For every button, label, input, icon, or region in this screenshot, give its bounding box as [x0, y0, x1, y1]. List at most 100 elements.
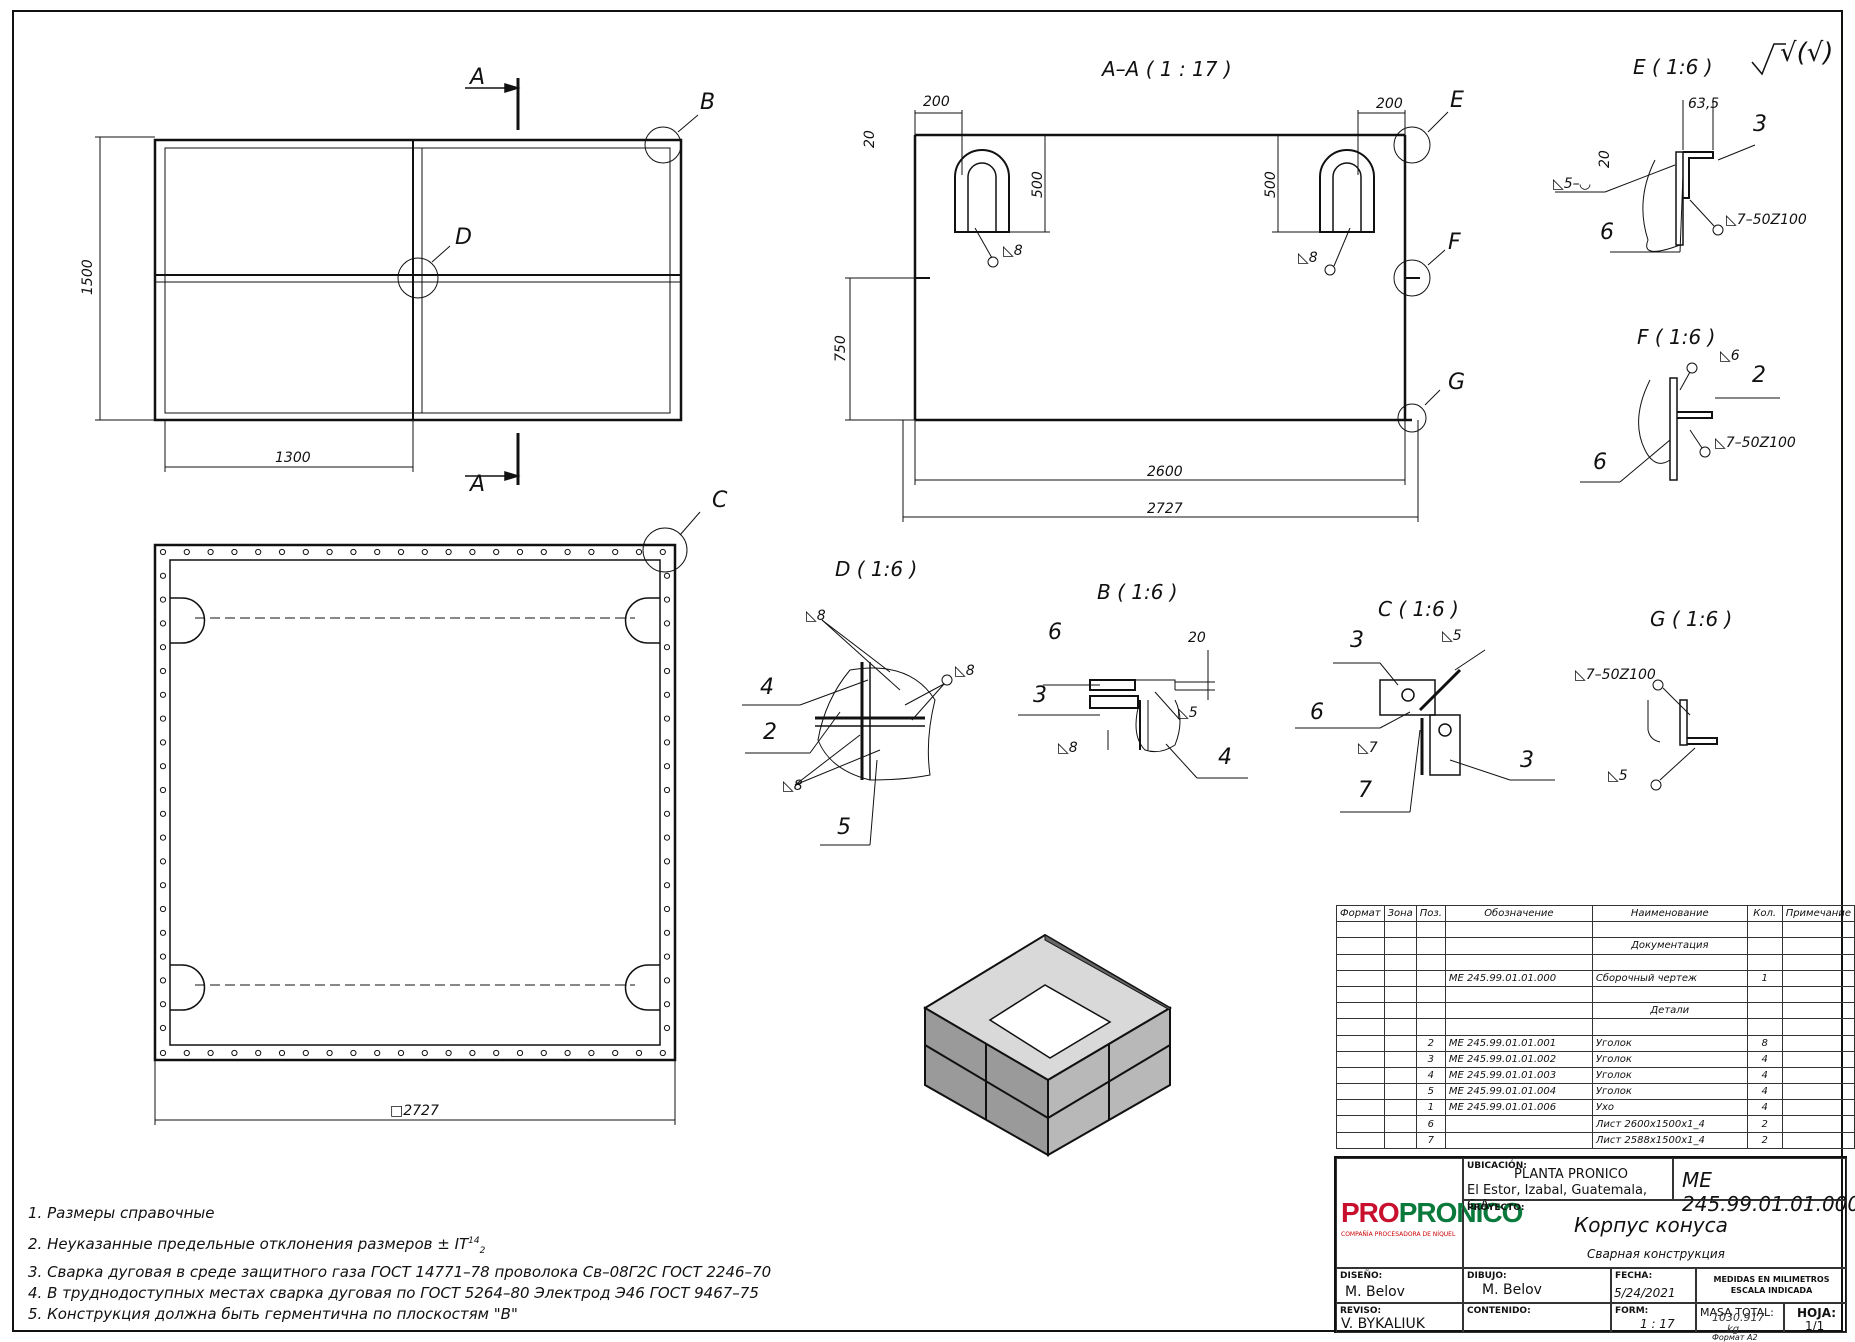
- bom-cell: [1383, 1034, 1417, 1052]
- drawing-subtitle: Сварная конструкция: [1587, 1247, 1725, 1261]
- general-notes: 1. Размеры справочные 2. Неуказанные пре…: [28, 1203, 771, 1325]
- top-height-dim: 1500: [80, 259, 96, 295]
- bolt-hole: [540, 548, 547, 556]
- drawing-title: Корпус конуса: [1574, 1213, 1728, 1237]
- detail-d-pos-4: 4: [760, 675, 774, 700]
- bom-cell: [1444, 1018, 1593, 1036]
- bolt-hole: [159, 691, 167, 698]
- detail-c-pos-7: 7: [1358, 778, 1372, 803]
- bom-cell: Уголок: [1591, 1050, 1748, 1068]
- ubicacion-line-1: PLANTA PRONICO: [1514, 1167, 1628, 1182]
- bolt-hole: [159, 667, 167, 675]
- bom-cell: [1781, 985, 1855, 1004]
- detail-b-weld-5: ◺5: [1178, 705, 1198, 721]
- bolt-hole: [663, 739, 671, 746]
- bolt-hole: [659, 1049, 666, 1057]
- bom-header-cell: Формат: [1336, 904, 1385, 923]
- bolt-hole: [159, 834, 167, 841]
- bom-cell: Уголок: [1591, 1083, 1748, 1101]
- bom-cell: [1444, 921, 1593, 939]
- bom-cell: [1336, 1018, 1385, 1036]
- bolt-hole: [663, 786, 671, 794]
- bolt-hole: [663, 929, 671, 936]
- bom-cell: 4: [1746, 1050, 1783, 1068]
- medidas-cell: MEDIDAS EN MILIMETROS ESCALA INDICADA: [1696, 1268, 1847, 1303]
- bom-cell: [1336, 921, 1385, 939]
- bom-cell: [1383, 1002, 1417, 1020]
- bom-cell: [1383, 1083, 1417, 1101]
- bolt-hole: [397, 1049, 405, 1057]
- bolt-hole: [159, 739, 167, 746]
- bolt-hole: [663, 572, 671, 579]
- bolt-hole: [159, 977, 167, 984]
- bolt-hole: [159, 715, 167, 722]
- masa-cell: MASA TOTAL: 1030.917 kg: [1696, 1303, 1784, 1335]
- bom-cell: [1383, 1131, 1417, 1149]
- bom-cell: 1: [1415, 1099, 1446, 1117]
- detail-b-weld-8: ◺8: [1058, 740, 1078, 756]
- bolt-hole: [159, 1024, 167, 1032]
- detail-e-dim-635: 63,5: [1688, 96, 1720, 112]
- bolt-hole: [159, 596, 167, 603]
- bolt-hole: [493, 1049, 500, 1057]
- detail-e-pos-6: 6: [1600, 220, 1614, 245]
- bolt-hole: [663, 905, 671, 913]
- detail-e-view: [1555, 100, 1756, 253]
- bolt-hole: [278, 548, 286, 556]
- diseno-cell: DISEÑO: M. Belov: [1336, 1268, 1463, 1303]
- bolt-hole: [159, 763, 167, 770]
- bom-cell: [1746, 1002, 1783, 1020]
- bolt-hole: [350, 548, 357, 556]
- bom-cell: 2: [1746, 1115, 1783, 1133]
- bom-cell: [1383, 953, 1417, 971]
- roughness-symbol: √(√): [1780, 38, 1834, 68]
- bolt-hole: [612, 548, 619, 556]
- bolt-hole: [564, 1049, 571, 1057]
- section-aa-weld-8a: ◺8: [1003, 243, 1023, 259]
- bolt-hole: [588, 1049, 595, 1057]
- form-cell: FORM: 1 : 17: [1611, 1303, 1696, 1333]
- detail-c-weld-5: ◺5: [1442, 628, 1462, 644]
- detail-g-title: G ( 1:6 ): [1650, 607, 1733, 631]
- section-aa-dim-200a: 200: [923, 94, 950, 110]
- fecha-value: 5/24/2021: [1614, 1286, 1676, 1300]
- ubicacion-line-2: El Estor, Izabal, Guatemala, C.A.: [1467, 1183, 1648, 1213]
- bom-cell: [1383, 969, 1417, 987]
- detail-c-view: [1295, 649, 1555, 813]
- bolt-hole: [231, 1049, 238, 1057]
- detail-b-view: [1018, 650, 1248, 779]
- detail-g-weld-7: ◺7–50Z100: [1575, 667, 1656, 683]
- bom-cell: ME 245.99.01.01.000: [1444, 969, 1593, 987]
- bom-cell: [1415, 969, 1446, 987]
- bolt-hole: [159, 905, 167, 913]
- bom-header-cell: Обозначение: [1444, 904, 1593, 923]
- bom-cell: 4: [1746, 1099, 1783, 1117]
- bolt-hole: [302, 548, 309, 556]
- bom-cell: [1383, 1066, 1417, 1085]
- section-aa-view: [845, 110, 1449, 522]
- bom-cell: Сборочный чертеж: [1591, 969, 1748, 987]
- detail-b-pos-6: 6: [1048, 620, 1062, 645]
- bolt-hole: [663, 953, 671, 960]
- bolt-hole: [635, 1049, 643, 1057]
- bom-cell: [1781, 1083, 1855, 1101]
- bolt-hole: [516, 548, 524, 556]
- logo-cell: PROPRONICO COMPAÑÍA PROCESADORA DE NÍQUE…: [1336, 1158, 1523, 1268]
- detail-e-pos-3: 3: [1753, 112, 1767, 137]
- bolt-hole: [659, 548, 666, 556]
- section-aa-dim-2600: 2600: [1147, 464, 1183, 480]
- ubicacion-cell: UBICACIÓN: PLANTA PRONICO El Estor, Izab…: [1463, 1158, 1673, 1213]
- bom-row: Документация: [1336, 937, 1855, 955]
- bom-cell: [1591, 1018, 1748, 1036]
- bom-cell: [1383, 937, 1417, 955]
- detail-d-title: D ( 1:6 ): [835, 557, 918, 581]
- dibujo-cell: DIBUJO: M. Belov: [1463, 1268, 1611, 1303]
- section-aa-dim-500b: 500: [1263, 171, 1279, 198]
- bom-cell: [1336, 1131, 1385, 1149]
